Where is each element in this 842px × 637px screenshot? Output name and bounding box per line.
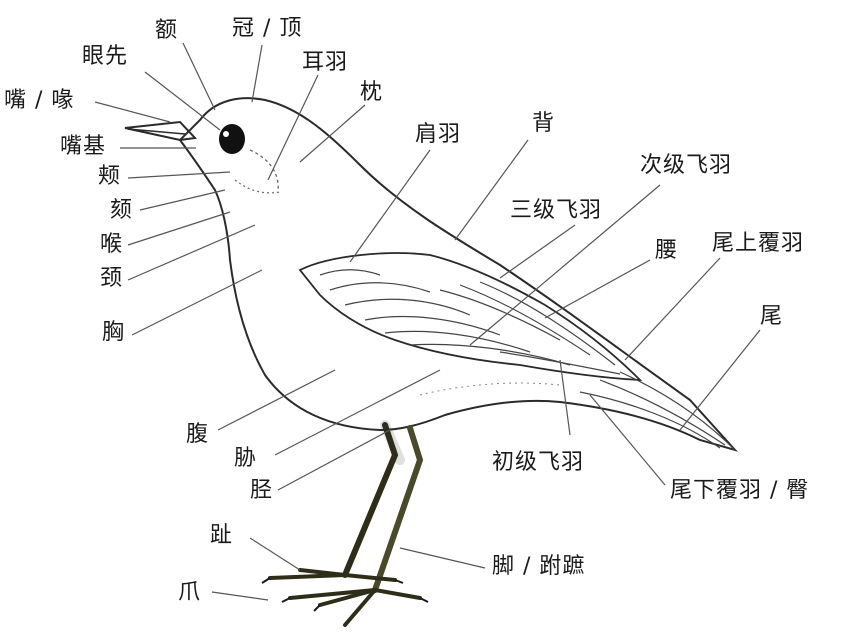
label-throat: 喉 xyxy=(100,232,124,257)
label-belly: 腹 xyxy=(186,422,210,447)
label-crown: 冠 / 顶 xyxy=(232,16,303,41)
eye-shape xyxy=(219,124,245,154)
label-undertail-coverts: 尾下覆羽 / 臀 xyxy=(670,478,810,503)
label-scapulars: 肩羽 xyxy=(415,122,462,147)
label-tibia: 胫 xyxy=(250,478,274,503)
label-bill: 嘴 / 喙 xyxy=(4,88,75,113)
label-bill-base: 嘴基 xyxy=(60,134,107,159)
label-cheek: 颊 xyxy=(98,164,122,189)
label-back: 背 xyxy=(532,111,556,136)
label-ear-coverts: 耳羽 xyxy=(302,50,349,75)
label-forehead: 额 xyxy=(155,18,179,43)
label-claw: 爪 xyxy=(178,580,202,605)
label-secondaries: 次级飞羽 xyxy=(640,153,733,178)
leader-lines xyxy=(94,42,761,601)
label-toe: 趾 xyxy=(210,523,234,548)
legs xyxy=(342,420,424,593)
label-rump: 腰 xyxy=(655,238,679,263)
label-lores: 眼先 xyxy=(82,44,129,69)
bird-body-outline xyxy=(178,97,739,452)
label-tarsus: 脚 / 跗蹠 xyxy=(492,554,586,579)
beak-shape xyxy=(124,120,198,142)
label-neck: 颈 xyxy=(100,266,124,291)
label-primaries: 初级飞羽 xyxy=(492,450,585,475)
label-nape: 枕 xyxy=(360,80,384,105)
label-uppertail-coverts: 尾上覆羽 xyxy=(712,231,805,256)
label-chin: 颏 xyxy=(110,198,134,223)
feet xyxy=(268,568,422,627)
label-tail: 尾 xyxy=(760,304,784,329)
wing-outline xyxy=(298,252,643,382)
label-breast: 胸 xyxy=(102,320,126,345)
label-flank: 胁 xyxy=(234,446,258,471)
label-tertials: 三级飞羽 xyxy=(510,198,603,223)
